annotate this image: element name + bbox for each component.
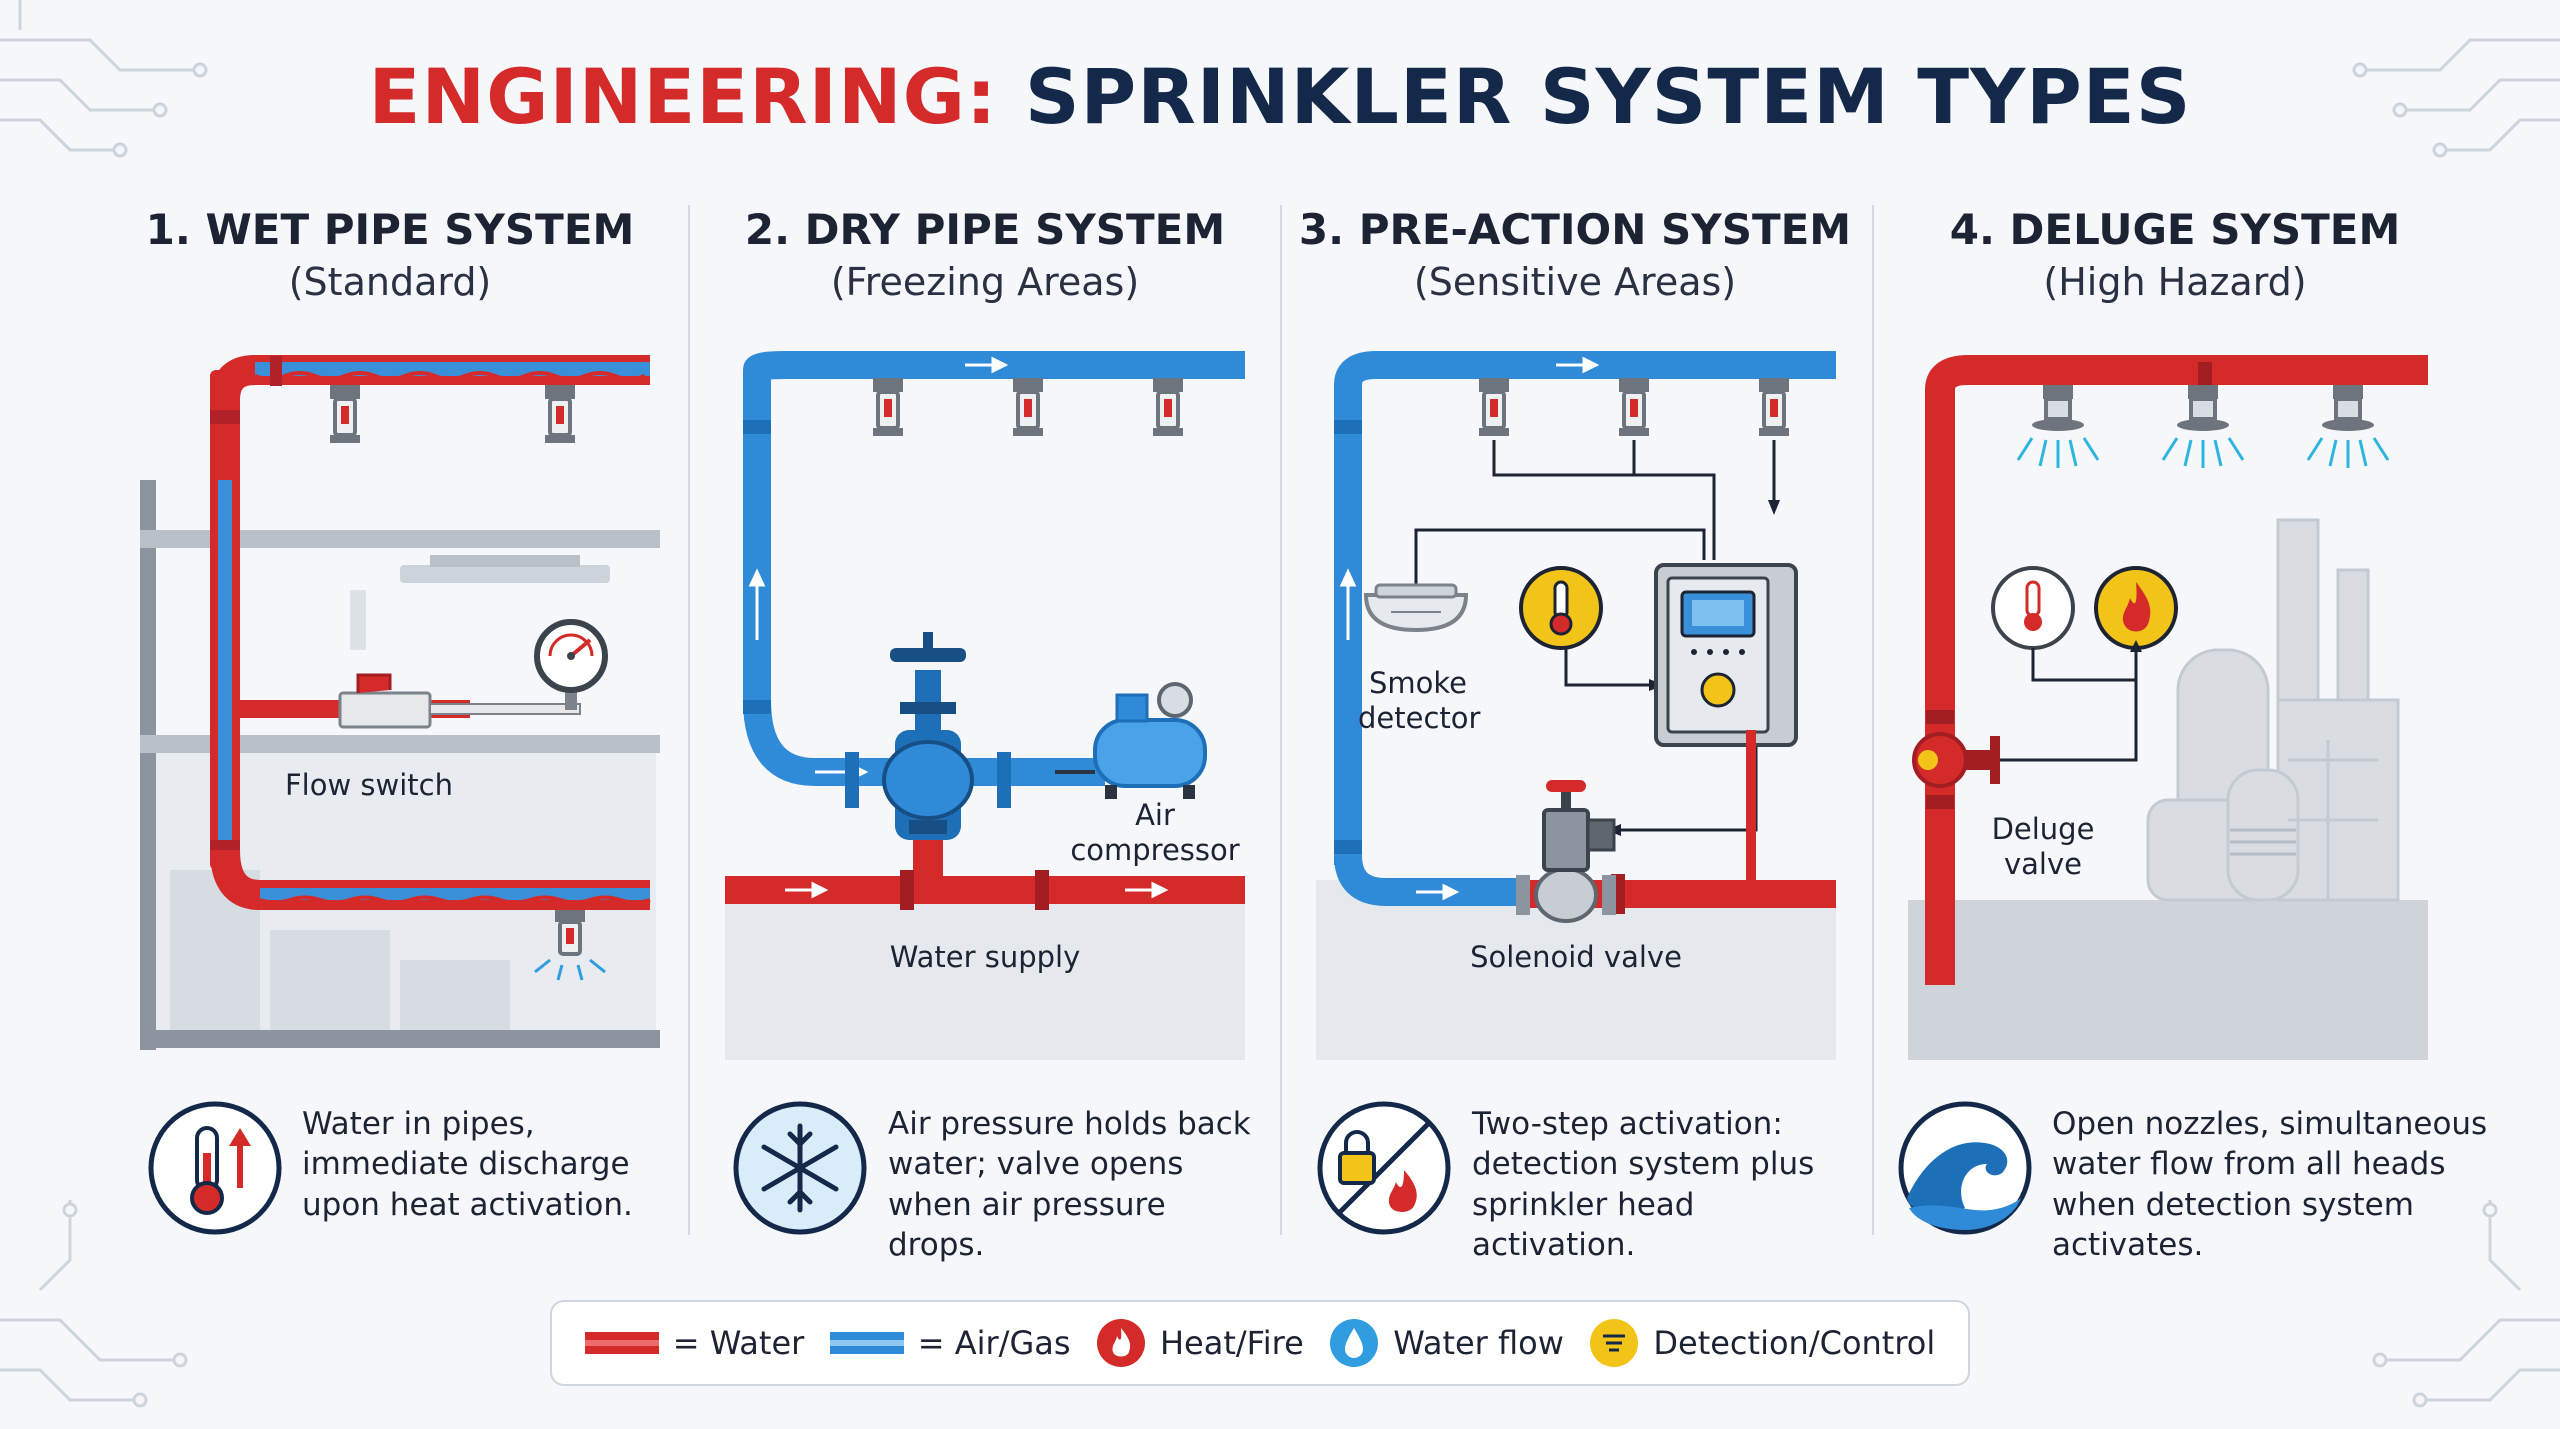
dry-pipe-diagram: Air compressor Water supply xyxy=(725,340,1245,1060)
sprinkler-head xyxy=(873,378,903,436)
pre-action-description: Two-step activation: detection system pl… xyxy=(1472,1106,1815,1263)
legend-item-flow: Water flow xyxy=(1329,1318,1564,1368)
deluge-illustration xyxy=(1908,355,2428,1060)
legend-item-air: = Air/Gas xyxy=(829,1324,1071,1362)
system-subtitle: (High Hazard) xyxy=(2043,260,2307,304)
wave-icon xyxy=(1898,1101,2032,1235)
red-pipe-icon xyxy=(584,1332,659,1354)
pre-action-illustration xyxy=(1316,351,1836,1060)
legend-label: Detection/Control xyxy=(1653,1324,1936,1362)
wet-pipe-illustration xyxy=(140,355,660,1050)
deluge-valve-label: Deluge valve xyxy=(1991,812,2095,881)
legend-label: = Air/Gas xyxy=(917,1324,1071,1362)
system-subtitle: (Sensitive Areas) xyxy=(1413,260,1737,304)
sprinkler-head xyxy=(1759,378,1789,436)
sprinkler-head xyxy=(1479,378,1509,436)
circuit-decoration-bottom-left xyxy=(0,1200,188,1408)
title-part-highlight: ENGINEERING: xyxy=(368,52,998,141)
deluge-diagram: Deluge valve xyxy=(1908,340,2428,1060)
flow-switch-label: Flow switch xyxy=(285,768,453,802)
sprinkler-head xyxy=(1013,378,1043,436)
legend-label: Water flow xyxy=(1393,1324,1564,1362)
activated-sprinkler-head xyxy=(534,910,606,981)
fire-detector-icon xyxy=(2094,566,2178,650)
system-title: 4. DELUGE SYSTEM xyxy=(1949,205,2401,254)
fire-icon xyxy=(1096,1319,1145,1367)
water-drop-icon xyxy=(1330,1319,1379,1367)
open-nozzle xyxy=(2016,385,2100,468)
heat-detector-icon xyxy=(1991,566,2075,650)
legend-item-water: = Water xyxy=(584,1324,805,1362)
circuit-decoration-top-right xyxy=(2352,38,2560,158)
system-title: 1. WET PIPE SYSTEM xyxy=(145,205,635,254)
column-divider xyxy=(688,205,690,1235)
deluge-heading: 4. DELUGE SYSTEM (High Hazard) xyxy=(1875,205,2475,304)
sprinkler-head xyxy=(1153,378,1183,436)
detection-icon xyxy=(1590,1319,1639,1367)
legend-item-heat: Heat/Fire xyxy=(1096,1318,1304,1368)
page-title: ENGINEERING: SPRINKLER SYSTEM TYPES xyxy=(0,52,2560,141)
column-divider xyxy=(1872,205,1874,1235)
dry-pipe-illustration xyxy=(725,351,1245,1060)
deluge-valve xyxy=(1912,732,2000,788)
solenoid-valve-label: Solenoid valve xyxy=(1470,940,1682,974)
heat-detector-icon xyxy=(1519,566,1603,650)
system-title: 3. PRE-ACTION SYSTEM xyxy=(1298,205,1852,254)
column-divider xyxy=(1280,205,1282,1235)
thermometer-rising-icon xyxy=(148,1101,282,1235)
legend-item-detection: Detection/Control xyxy=(1589,1318,1935,1368)
wet-pipe-description: Water in pipes, immediate discharge upon… xyxy=(302,1106,633,1223)
control-panel xyxy=(1654,563,1798,747)
dry-pipe-description: Air pressure holds back water; valve ope… xyxy=(888,1106,1251,1263)
system-title: 2. DRY PIPE SYSTEM xyxy=(744,205,1226,254)
wet-pipe-heading: 1. WET PIPE SYSTEM (Standard) xyxy=(90,205,690,304)
open-nozzle xyxy=(2161,385,2245,468)
system-subtitle: (Standard) xyxy=(288,260,492,304)
legend-label: = Water xyxy=(672,1324,805,1362)
circuit-decoration-top-left xyxy=(0,0,208,158)
open-nozzle xyxy=(2306,385,2390,468)
wet-pipe-diagram: Flow switch xyxy=(130,340,660,1060)
title-part-main: SPRINKLER SYSTEM TYPES xyxy=(1024,52,2192,141)
dry-pipe-heading: 2. DRY PIPE SYSTEM (Freezing Areas) xyxy=(685,205,1285,304)
lock-fire-icon xyxy=(1317,1101,1451,1235)
air-compressor xyxy=(1055,682,1207,799)
smoke-detector xyxy=(1363,583,1469,633)
legend-label: Heat/Fire xyxy=(1159,1324,1304,1362)
legend: = Water = Air/Gas Heat/Fire Water flow D… xyxy=(550,1300,1970,1386)
dry-pipe-valve xyxy=(845,632,1011,890)
pressure-gauge xyxy=(534,619,608,710)
pre-action-diagram: Smoke detector Solenoid valve xyxy=(1316,340,1836,1060)
snowflake-icon xyxy=(733,1101,867,1235)
sprinkler-head xyxy=(330,385,360,443)
air-compressor-label: Air compressor xyxy=(1070,798,1240,867)
system-subtitle: (Freezing Areas) xyxy=(830,260,1140,304)
circuit-decoration-bottom-right xyxy=(2372,1200,2560,1408)
blue-pipe-icon xyxy=(829,1332,904,1354)
solenoid-valve xyxy=(1516,780,1616,923)
smoke-detector-label: Smoke detector xyxy=(1358,666,1481,735)
deluge-description: Open nozzles, simultaneous water flow fr… xyxy=(2052,1106,2488,1263)
flow-switch xyxy=(240,673,581,729)
pre-action-heading: 3. PRE-ACTION SYSTEM (Sensitive Areas) xyxy=(1275,205,1875,304)
water-supply-label: Water supply xyxy=(889,940,1081,974)
sprinkler-head xyxy=(1619,378,1649,436)
sprinkler-head xyxy=(545,385,575,443)
